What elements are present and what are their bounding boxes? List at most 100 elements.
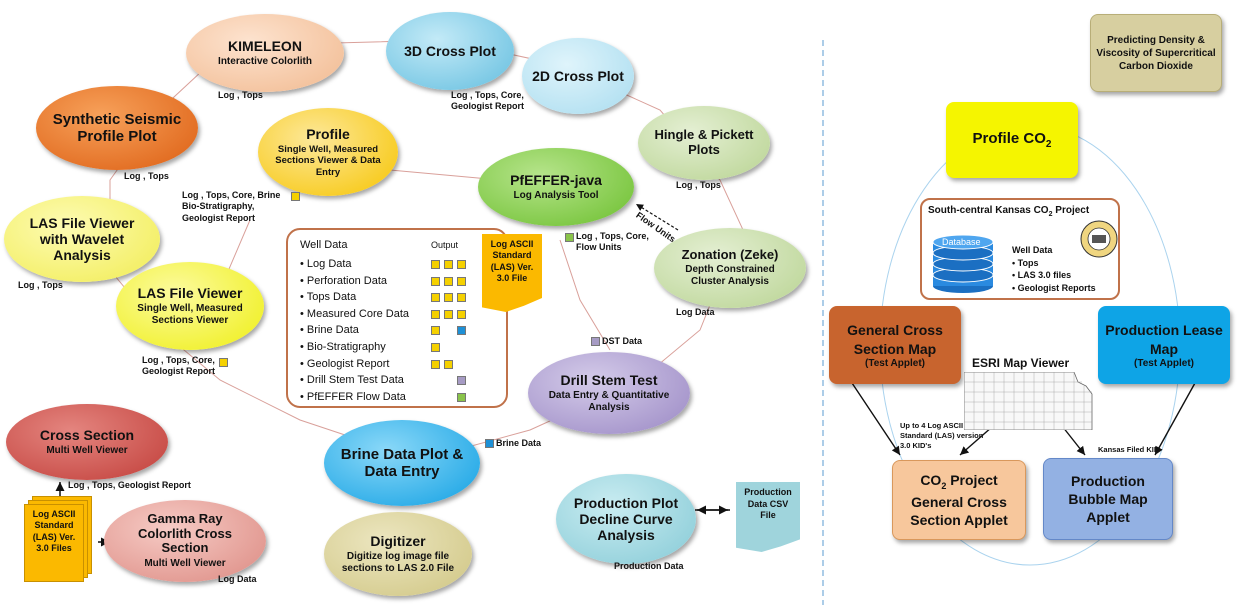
output-marker xyxy=(431,326,440,336)
las-files-stack: Log ASCII Standard (LAS) Ver. 3.0 Files xyxy=(24,504,84,582)
output-marker xyxy=(444,260,453,269)
well-data-row-label: • Tops Data xyxy=(300,291,357,304)
hingle-pickett-node[interactable]: Hingle & Pickett Plots xyxy=(638,106,770,180)
cross-section-input-label: Log , Tops, Geologist Report xyxy=(68,480,191,490)
profile-node[interactable]: Profile Single Well, Measured Sections V… xyxy=(258,108,398,196)
kimeleon-title: KIMELEON xyxy=(228,37,302,54)
well-data-row: • Bio-Stratigraphy xyxy=(300,339,500,356)
digitizer-subtitle: Digitize log image file sections to LAS … xyxy=(341,551,455,575)
general-cross-section-map-box[interactable]: General Cross Section Map (Test Applet) xyxy=(829,306,961,384)
output-marker xyxy=(457,392,466,402)
zonation-subtitle: Depth Constrained Cluster Analysis xyxy=(685,264,775,288)
gamma-ray-title: Gamma Ray Colorlith Cross Section xyxy=(138,510,232,556)
output-marker xyxy=(431,342,440,352)
well-data-row-label: • Bio-Stratigraphy xyxy=(300,340,386,353)
production-plot-title: Production Plot Decline Curve Analysis xyxy=(573,494,679,544)
dst-data-label: DST Data xyxy=(602,336,643,346)
output-marker xyxy=(431,260,440,269)
well-data-row: • Perforation Data xyxy=(300,273,500,290)
cross-plot-3d-node[interactable]: 3D Cross Plot xyxy=(386,12,514,90)
well-data-row-label: • Brine Data xyxy=(300,324,359,337)
production-csv-text: Production Data CSV File xyxy=(744,487,792,521)
las-viewer-title: LAS File Viewer xyxy=(137,284,243,301)
cross-section-title: Cross Section xyxy=(39,426,135,443)
las-wavelet-node[interactable]: LAS File Viewer with Wavelet Analysis xyxy=(4,196,160,282)
well-data-row-label: • PfEFFER Flow Data xyxy=(300,390,406,403)
cross-section-node[interactable]: Cross Section Multi Well Viewer xyxy=(6,404,168,480)
profile-output-marker xyxy=(291,192,300,201)
las-viewer-subtitle: Single Well, Measured Sections Viewer xyxy=(137,303,243,327)
output-marker xyxy=(444,276,453,286)
gamma-ray-node[interactable]: Gamma Ray Colorlith Cross Section Multi … xyxy=(104,500,266,582)
zonation-node[interactable]: Zonation (Zeke) Depth Constrained Cluste… xyxy=(654,228,806,308)
drill-stem-test-node[interactable]: Drill Stem Test Data Entry & Quantitativ… xyxy=(528,352,690,434)
brine-title: Brine Data Plot & Data Entry xyxy=(340,445,464,480)
profile-co2-title: Profile CO2 xyxy=(972,130,1052,150)
kimeleon-node[interactable]: KIMELEON Interactive Colorlith xyxy=(186,14,344,92)
kansas-county-map[interactable] xyxy=(964,372,1094,430)
las-document-shape: Log ASCII Standard (LAS) Ver. 3.0 File xyxy=(482,234,542,312)
production-data-label: Production Data xyxy=(614,561,684,571)
las-wavelet-input-label: Log , Tops xyxy=(18,280,63,290)
well-data-row-label: • Drill Stem Test Data xyxy=(300,374,404,387)
kimeleon-input-label: Log , Tops xyxy=(218,90,263,100)
digitizer-title: Digitizer xyxy=(370,532,426,549)
output-marker xyxy=(431,309,440,319)
synthetic-seismic-node[interactable]: Synthetic Seismic Profile Plot xyxy=(36,86,198,170)
well-data-heading: Well Data xyxy=(300,239,348,251)
output-marker xyxy=(457,276,466,286)
well-data-row-label: • Log Data xyxy=(300,258,352,270)
zonation-input-label: Log Data xyxy=(676,307,715,317)
co2-general-cross-section-applet-box[interactable]: CO2 Project General Cross Section Applet xyxy=(892,460,1026,540)
predicting-density-text: Predicting Density & Viscosity of Superc… xyxy=(1096,34,1216,72)
cross-plot-2d-title: 2D Cross Plot xyxy=(532,67,624,84)
output-marker xyxy=(457,260,466,269)
profile-output-label: Log , Tops, Core, Brine Bio-Stratigraphy… xyxy=(182,190,281,223)
zonation-title: Zonation (Zeke) xyxy=(681,246,779,262)
output-marker xyxy=(444,359,453,369)
output-marker xyxy=(457,293,466,303)
kansas-project-title: South-central Kansas CO2 Project xyxy=(928,205,1090,218)
cross-plot-2d-node[interactable]: 2D Cross Plot xyxy=(522,38,634,114)
digitizer-node[interactable]: Digitizer Digitize log image file sectio… xyxy=(324,512,472,596)
pfeffer-node[interactable]: PfEFFER-java Log Analysis Tool xyxy=(478,148,634,226)
profile-co2-box[interactable]: Profile CO2 xyxy=(946,102,1078,178)
well-data-panel: Well Data Output • Log Data • Perforation… xyxy=(286,228,508,408)
las-viewer-output-marker xyxy=(219,358,228,367)
well-data-row: • Brine Data xyxy=(300,322,500,339)
general-cross-section-map-title: General Cross Section Map xyxy=(847,322,943,357)
predicting-density-box[interactable]: Predicting Density & Viscosity of Superc… xyxy=(1090,14,1222,92)
kansas-survey-seal xyxy=(1080,220,1118,258)
production-bubble-map-applet-box[interactable]: Production Bubble Map Applet xyxy=(1043,458,1173,540)
well-data-row: • Drill Stem Test Data xyxy=(300,372,500,389)
las-document-text: Log ASCII Standard (LAS) Ver. 3.0 File xyxy=(490,239,534,283)
production-lease-map-subtitle: (Test Applet) xyxy=(1134,357,1194,369)
well-data-output-heading: Output xyxy=(431,240,459,250)
output-marker xyxy=(431,359,440,369)
las-viewer-node[interactable]: LAS File Viewer Single Well, Measured Se… xyxy=(116,262,264,350)
well-data-row-label: • Measured Core Data xyxy=(300,307,410,320)
production-plot-node[interactable]: Production Plot Decline Curve Analysis xyxy=(556,474,696,564)
cross-plot-input-label: Log , Tops, Core, Geologist Report xyxy=(451,90,525,112)
well-data-row: • Log Data xyxy=(300,256,500,273)
well-data-row-label: • Perforation Data xyxy=(300,274,388,287)
production-lease-map-box[interactable]: Production Lease Map (Test Applet) xyxy=(1098,306,1230,384)
well-data-list: • Log Data • Perforation Data • Tops Data •… xyxy=(300,256,500,405)
output-marker xyxy=(444,309,453,319)
general-cross-section-map-subtitle: (Test Applet) xyxy=(865,357,925,369)
gamma-ray-subtitle: Multi Well Viewer xyxy=(144,558,226,570)
production-csv-shape: Production Data CSV File xyxy=(736,482,800,552)
output-marker xyxy=(431,293,440,303)
well-data-row-label: • Geologist Report xyxy=(300,357,390,370)
cross-section-subtitle: Multi Well Viewer xyxy=(46,445,128,457)
profile-title: Profile xyxy=(306,125,350,142)
synthetic-seismic-title: Synthetic Seismic Profile Plot xyxy=(52,110,182,145)
brine-node[interactable]: Brine Data Plot & Data Entry xyxy=(324,420,480,506)
dst-data-marker xyxy=(591,337,600,346)
kansas-well-data-list: Well Data• Tops • LAS 3.0 files• Geologi… xyxy=(1012,245,1096,293)
output-marker xyxy=(444,293,453,303)
co2-general-cross-section-applet-title: CO2 Project General Cross Section Applet xyxy=(910,472,1008,528)
kansas-project-panel: South-central Kansas CO2 Project Databas… xyxy=(920,198,1120,300)
output-marker xyxy=(457,376,466,386)
production-bubble-map-applet-title: Production Bubble Map Applet xyxy=(1068,472,1148,526)
